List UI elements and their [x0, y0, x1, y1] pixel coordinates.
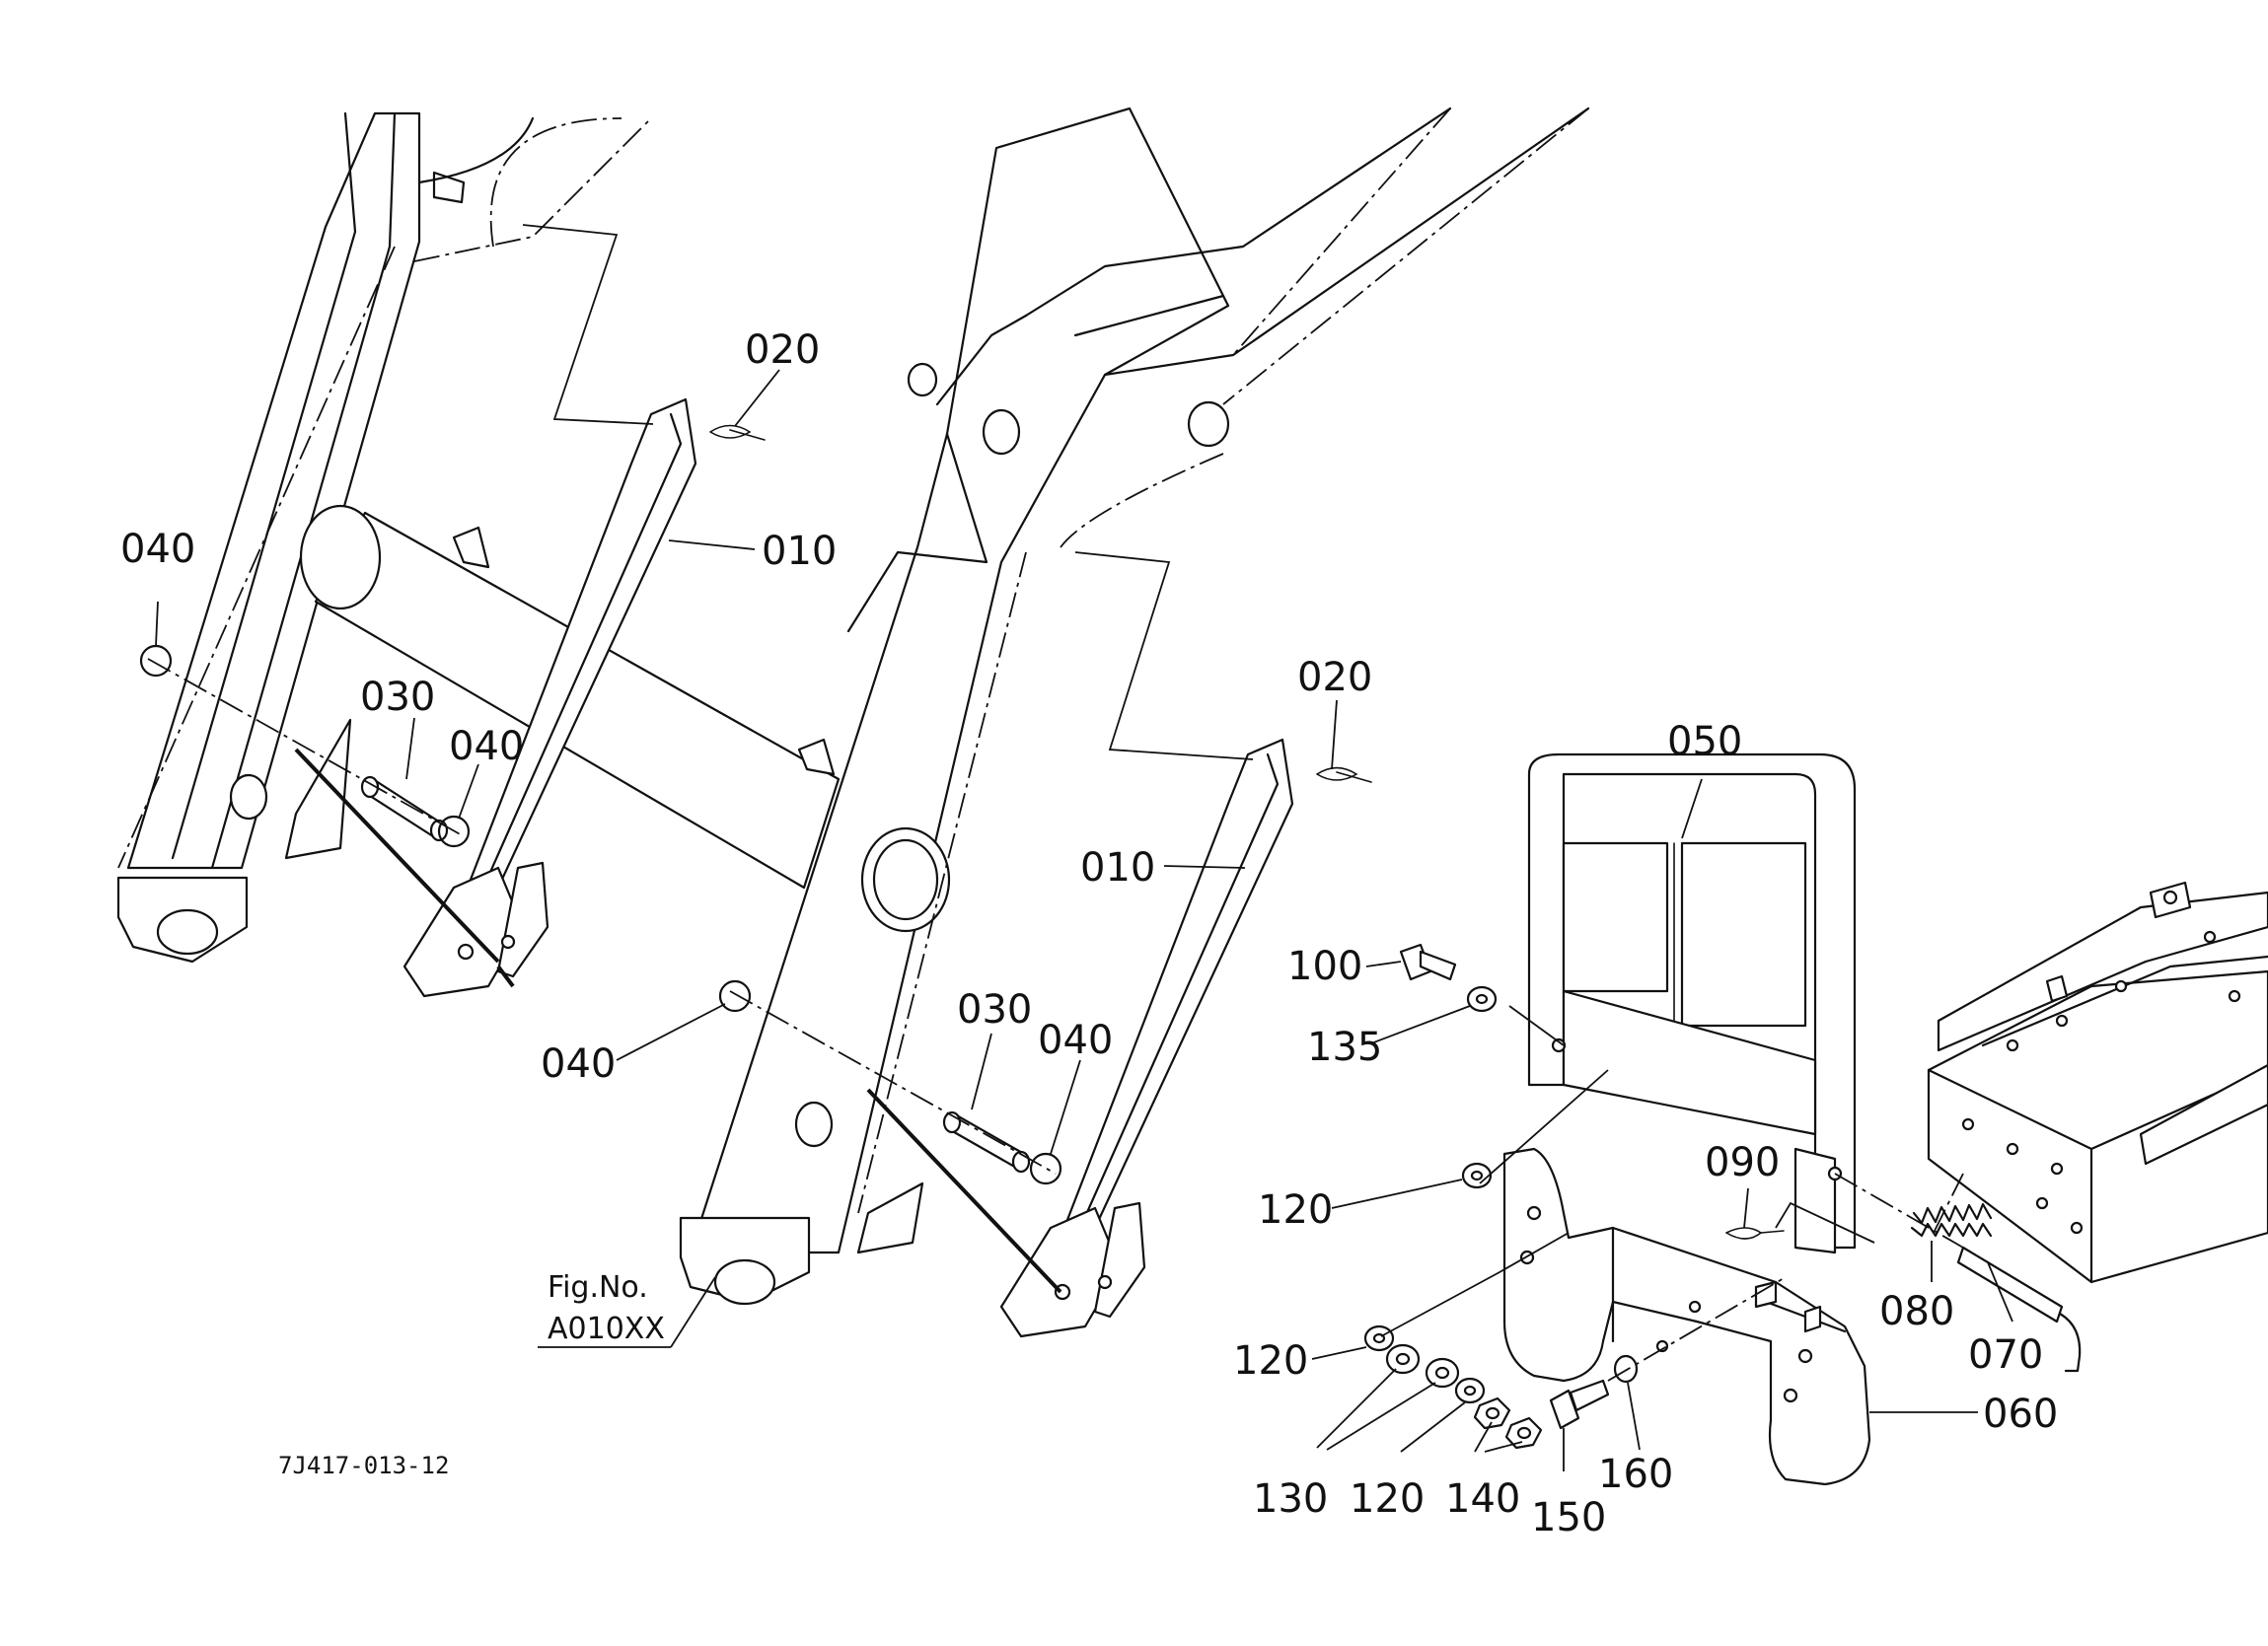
stand-frame-050 — [1527, 752, 1857, 1254]
callout-050: 050 — [1667, 719, 1742, 764]
washer-135 — [1466, 985, 1498, 1013]
circlips-040 — [139, 644, 1062, 1185]
bolt-150 — [1549, 1379, 1610, 1430]
callout-160: 160 — [1598, 1452, 1673, 1497]
nuts-140 — [1473, 1396, 1543, 1450]
callout-040-right-pin: 040 — [1038, 1018, 1113, 1063]
washer-120-upper — [1461, 1162, 1493, 1189]
washer-120-lower — [1363, 1324, 1395, 1352]
callout-120-lower: 120 — [1233, 1338, 1308, 1384]
callout-120-upper: 120 — [1258, 1187, 1333, 1233]
callout-060: 060 — [1983, 1392, 2058, 1437]
callout-030-right: 030 — [957, 987, 1032, 1033]
r-pin-090 — [1725, 1227, 1785, 1240]
callout-040-center: 040 — [541, 1041, 616, 1087]
drawing-number: 7J417-013-12 — [278, 1452, 449, 1479]
center-loader-arm — [284, 107, 1590, 1306]
clevis-pin-020-right — [1316, 766, 1372, 783]
callout-150: 150 — [1531, 1495, 1606, 1540]
washer-120-mid — [1454, 1377, 1486, 1404]
callout-010-left: 010 — [762, 529, 837, 574]
brace-010-left — [402, 397, 697, 998]
callout-090: 090 — [1705, 1140, 1780, 1185]
base-plate-060 — [1502, 1147, 1871, 1486]
callout-100: 100 — [1287, 944, 1362, 989]
clevis-pin-020-left — [709, 424, 766, 441]
washers-130 — [1385, 1343, 1460, 1389]
pivot-pin-030-right — [942, 1110, 1031, 1174]
lock-washer-160 — [1613, 1354, 1639, 1384]
callout-040-left-pin: 040 — [449, 724, 524, 769]
callout-130: 130 — [1253, 1476, 1328, 1522]
callout-040-far-left: 040 — [120, 527, 195, 572]
left-loader-arm — [116, 111, 535, 964]
callout-120-bottom: 120 — [1350, 1476, 1425, 1522]
callout-070: 070 — [1968, 1332, 2043, 1378]
pivot-pin-030-left — [360, 775, 449, 842]
callout-080: 080 — [1879, 1289, 1954, 1334]
callout-010-right: 010 — [1080, 845, 1155, 891]
lock-pin-070 — [1956, 1246, 2082, 1373]
callout-020-left: 020 — [745, 327, 820, 373]
callout-030-left: 030 — [360, 675, 435, 720]
figure-ref-line2: A010XX — [548, 1312, 665, 1346]
callout-140: 140 — [1445, 1476, 1520, 1522]
figure-ref-line1: Fig.No. — [548, 1270, 648, 1305]
callout-leaders — [155, 369, 2013, 1471]
spring-080 — [1910, 1202, 1993, 1238]
brace-010-right — [999, 738, 1294, 1338]
callout-135: 135 — [1307, 1025, 1382, 1070]
callout-020-right: 020 — [1297, 655, 1372, 700]
tractor-frame — [1927, 881, 2268, 1284]
bolt-100 — [1399, 943, 1457, 981]
callout-labels: 020 010 040 030 040 020 010 030 040 040 … — [120, 327, 2058, 1540]
